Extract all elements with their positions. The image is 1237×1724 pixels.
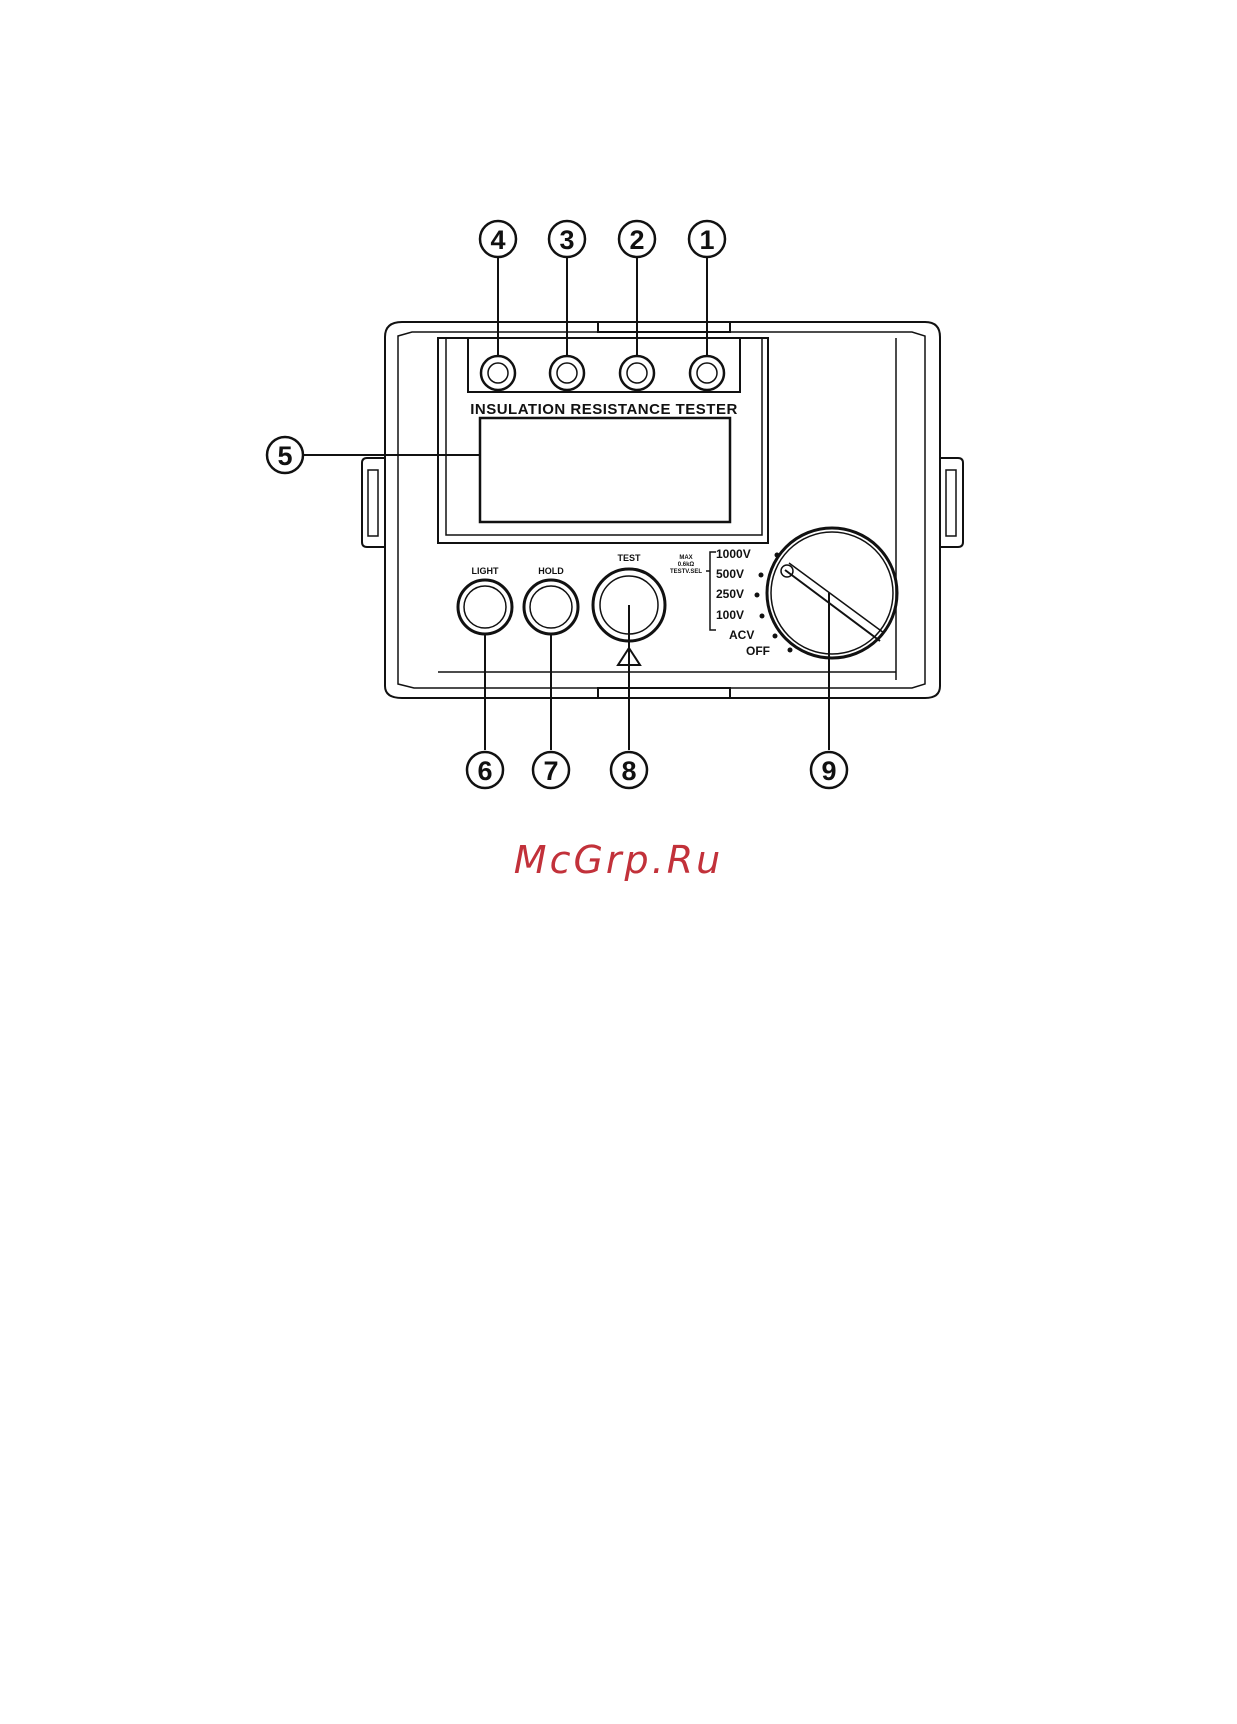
right-ear bbox=[940, 458, 963, 547]
svg-text:0.6kΩ: 0.6kΩ bbox=[678, 562, 695, 568]
top-clip bbox=[598, 322, 730, 332]
case-inner-outline bbox=[398, 332, 925, 688]
callout-5: 5 bbox=[277, 441, 292, 471]
right-ear-slot bbox=[946, 470, 956, 536]
range-acv[interactable]: ACV bbox=[729, 628, 754, 642]
test-button-label: TEST bbox=[617, 553, 641, 563]
svg-text:TESTV.SEL: TESTV.SEL bbox=[670, 569, 702, 575]
device-title: INSULATION RESISTANCE TESTER bbox=[470, 401, 738, 418]
terminal-housing bbox=[468, 338, 740, 392]
range-500v[interactable]: 500V bbox=[716, 567, 744, 581]
terminal-2-jack bbox=[620, 356, 654, 390]
range-1000v[interactable]: 1000V bbox=[716, 547, 751, 561]
callout-leaders bbox=[304, 256, 829, 750]
callout-8: 8 bbox=[621, 756, 636, 786]
left-ear-slot bbox=[368, 470, 378, 536]
upper-panel bbox=[438, 338, 768, 543]
callout-6: 6 bbox=[477, 756, 492, 786]
svg-text:MAX: MAX bbox=[679, 555, 692, 561]
terminal-1-jack bbox=[690, 356, 724, 390]
terminal-jacks bbox=[481, 356, 724, 390]
hold-button[interactable] bbox=[524, 580, 578, 634]
range-note: MAX 0.6kΩ TESTV.SEL bbox=[670, 555, 702, 575]
bottom-clip bbox=[598, 688, 730, 698]
callout-4: 4 bbox=[490, 225, 505, 255]
range-off[interactable]: OFF bbox=[746, 644, 770, 658]
terminal-3-jack bbox=[550, 356, 584, 390]
watermark-text: McGrp.Ru bbox=[0, 838, 1237, 882]
callout-3: 3 bbox=[559, 225, 574, 255]
callout-7: 7 bbox=[543, 756, 558, 786]
light-button[interactable] bbox=[458, 580, 512, 634]
callout-9: 9 bbox=[821, 756, 836, 786]
range-100v[interactable]: 100V bbox=[716, 608, 744, 622]
terminal-4-jack bbox=[481, 356, 515, 390]
rotary-selector-dial[interactable] bbox=[767, 528, 897, 658]
left-ear bbox=[362, 458, 385, 547]
callout-1: 1 bbox=[699, 225, 714, 255]
range-bracket bbox=[706, 552, 716, 630]
callout-2: 2 bbox=[629, 225, 644, 255]
range-250v[interactable]: 250V bbox=[716, 587, 744, 601]
light-button-label: LIGHT bbox=[472, 566, 499, 576]
hold-button-label: HOLD bbox=[538, 566, 564, 576]
lcd-display bbox=[480, 418, 730, 522]
